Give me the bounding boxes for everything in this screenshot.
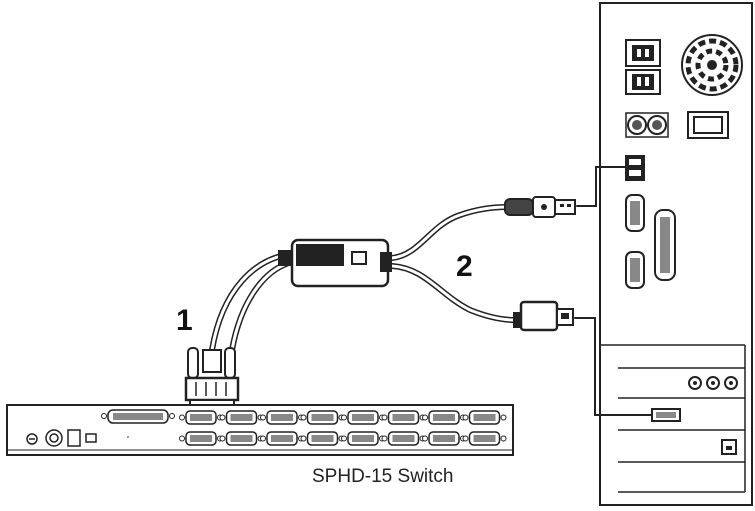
switch-vga-port bbox=[341, 431, 385, 446]
switch-vga-port bbox=[462, 431, 507, 446]
switch-vga-port bbox=[179, 410, 223, 425]
switch-vga-port bbox=[260, 410, 304, 425]
switch-vga-port bbox=[260, 431, 304, 446]
switch-vga-port bbox=[219, 431, 264, 446]
switch-vga-port bbox=[422, 410, 466, 425]
fan-icon bbox=[681, 34, 743, 96]
switch-vga-port bbox=[300, 431, 345, 446]
pc-tower-rear-icon bbox=[599, 2, 753, 506]
cables bbox=[209, 166, 653, 416]
vga-connector-icon bbox=[184, 347, 240, 411]
switch-vga-port bbox=[381, 431, 426, 446]
kvm-adapter-cable-icon bbox=[278, 238, 392, 288]
switch-caption: SPHD-15 Switch bbox=[312, 466, 454, 487]
step-1-label: 1 bbox=[176, 304, 193, 337]
switch-vga-port bbox=[462, 410, 507, 425]
switch-vga-port bbox=[422, 431, 466, 446]
switch-vga-port bbox=[219, 410, 264, 425]
displayport-plug-icon bbox=[513, 300, 574, 332]
switch-vga-port bbox=[341, 410, 385, 425]
switch-vga-port bbox=[179, 431, 223, 446]
switch-vga-port bbox=[381, 410, 426, 425]
switch-vga-port bbox=[300, 410, 345, 425]
step-2-label: 2 bbox=[456, 250, 473, 283]
switch-port-array bbox=[179, 410, 507, 446]
usb-plug-icon bbox=[504, 196, 576, 218]
